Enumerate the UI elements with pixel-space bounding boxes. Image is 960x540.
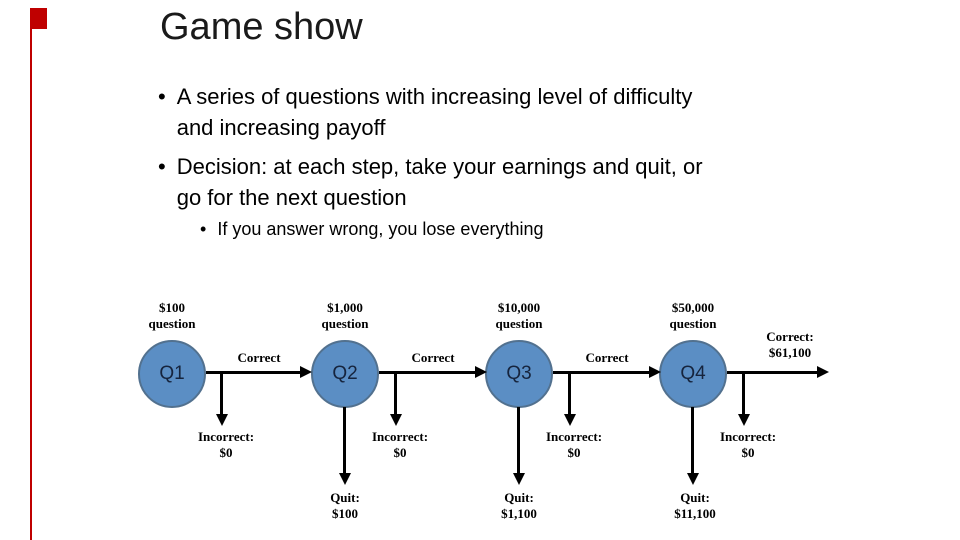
quit-line2: $100 xyxy=(332,506,358,521)
final-payout-line2: $61,100 xyxy=(768,345,812,360)
correct-label-2: Correct xyxy=(411,350,455,365)
incorrect-line1: Incorrect: xyxy=(545,429,603,444)
incorrect-line2: $0 xyxy=(393,445,407,460)
incorrect-line1: Incorrect: xyxy=(371,429,429,444)
quit-line2: $11,100 xyxy=(674,506,716,521)
incorrect-line2: $0 xyxy=(219,445,233,460)
quit-label-q2: Quit: $100 xyxy=(295,490,395,522)
arrow-head-icon xyxy=(738,414,750,426)
correct-label-3: Correct xyxy=(585,350,629,365)
arrow-head-icon xyxy=(817,366,829,378)
state-node-q4: Q4 xyxy=(659,340,727,408)
quit-label-q3: Quit: $1,100 xyxy=(469,490,569,522)
quit-arrow-q3 xyxy=(517,407,520,474)
arrow-head-icon xyxy=(390,414,402,426)
bullet-2-text: Decision: at each step, take your earnin… xyxy=(176,154,703,210)
arrow-head-icon xyxy=(687,473,699,485)
final-payout-label: Correct: $61,100 xyxy=(740,329,840,361)
quit-label-q4: Quit: $11,100 xyxy=(645,490,745,522)
incorrect-line2: $0 xyxy=(741,445,755,460)
bullet-1-text: A series of questions with increasing le… xyxy=(176,84,693,140)
quit-line2: $1,100 xyxy=(501,506,537,521)
sub-bullet: • If you answer wrong, you lose everythi… xyxy=(200,217,800,241)
quit-line1: Quit: xyxy=(330,490,360,505)
caption-text: question xyxy=(669,316,717,331)
node-label: Q3 xyxy=(506,363,532,384)
correct-arrow-2 xyxy=(379,371,476,374)
bullet-2: • Decision: at each step, take your earn… xyxy=(158,151,818,213)
quit-line1: Quit: xyxy=(680,490,710,505)
prize-text: $50,000 xyxy=(671,300,715,315)
incorrect-label-q4: Incorrect: $0 xyxy=(703,429,793,461)
state-node-q1: Q1 xyxy=(138,340,206,408)
incorrect-line1: Incorrect: xyxy=(197,429,255,444)
state-node-q2: Q2 xyxy=(311,340,379,408)
arrow-head-icon xyxy=(339,473,351,485)
incorrect-arrow-q1 xyxy=(220,373,223,415)
question-label-q3: $10,000 question xyxy=(459,300,579,332)
prize-text: $10,000 xyxy=(497,300,541,315)
correct-arrow-1 xyxy=(206,371,301,374)
red-accent-line xyxy=(30,29,32,540)
bullet-dot-icon: • xyxy=(158,84,166,109)
quit-arrow-q2 xyxy=(343,407,346,474)
node-label: Q2 xyxy=(332,363,358,384)
bullet-1: • A series of questions with increasing … xyxy=(158,81,818,143)
final-payout-line1: Correct: xyxy=(766,329,814,344)
incorrect-arrow-q2 xyxy=(394,373,397,415)
arrow-head-icon xyxy=(513,473,525,485)
caption-text: question xyxy=(321,316,369,331)
arrow-head-icon xyxy=(300,366,312,378)
incorrect-arrow-q3 xyxy=(568,373,571,415)
question-label-q1: $100 question xyxy=(112,300,232,332)
final-correct-arrow xyxy=(727,371,818,374)
quit-line1: Quit: xyxy=(504,490,534,505)
bullet-dot-icon: • xyxy=(158,154,166,179)
arrow-head-icon xyxy=(564,414,576,426)
incorrect-label-q3: Incorrect: $0 xyxy=(529,429,619,461)
caption-text: question xyxy=(495,316,543,331)
question-label-q2: $1,000 question xyxy=(285,300,405,332)
arrow-head-icon xyxy=(216,414,228,426)
incorrect-label-q2: Incorrect: $0 xyxy=(355,429,445,461)
incorrect-label-q1: Incorrect: $0 xyxy=(181,429,271,461)
prize-text: $100 xyxy=(159,300,185,315)
sub-bullet-text: If you answer wrong, you lose everything xyxy=(217,219,544,239)
incorrect-arrow-q4 xyxy=(742,373,745,415)
caption-text: question xyxy=(148,316,196,331)
node-label: Q1 xyxy=(159,363,185,384)
prize-text: $1,000 xyxy=(327,300,363,315)
slide-title: Game show xyxy=(160,6,363,48)
state-node-q3: Q3 xyxy=(485,340,553,408)
arrow-head-icon xyxy=(475,366,487,378)
red-flag-marker xyxy=(30,8,47,29)
quit-arrow-q4 xyxy=(691,407,694,474)
arrow-head-icon xyxy=(649,366,661,378)
incorrect-line2: $0 xyxy=(567,445,581,460)
correct-arrow-3 xyxy=(553,371,650,374)
bullet-dot-icon: • xyxy=(200,219,207,239)
correct-label-1: Correct xyxy=(237,350,281,365)
node-label: Q4 xyxy=(680,363,706,384)
question-label-q4: $50,000 question xyxy=(633,300,753,332)
incorrect-line1: Incorrect: xyxy=(719,429,777,444)
